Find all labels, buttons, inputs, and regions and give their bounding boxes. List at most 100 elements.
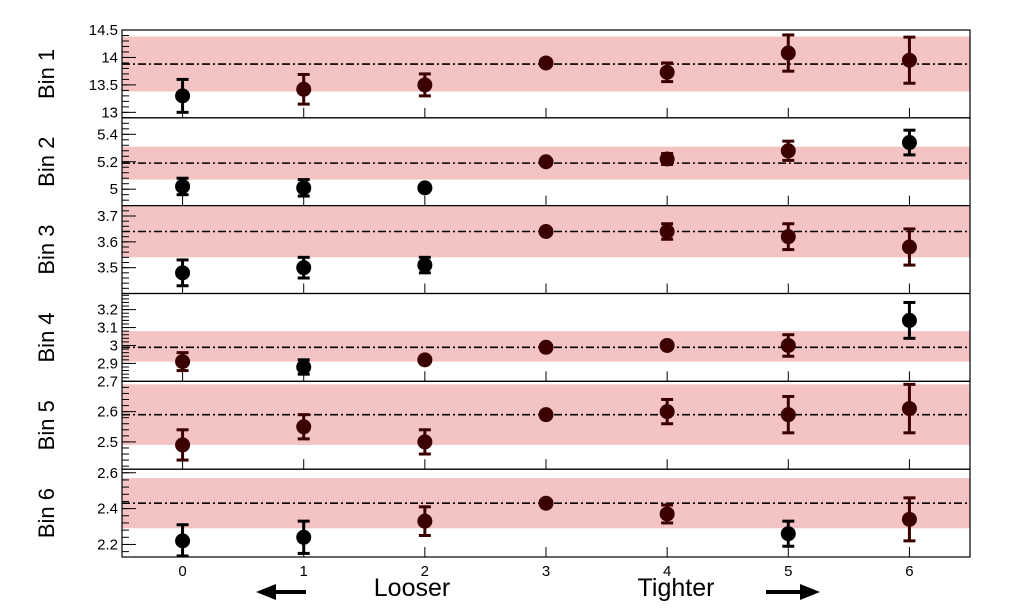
marker [175, 354, 191, 370]
data-point [296, 358, 312, 376]
marker [175, 533, 191, 549]
data-point [901, 128, 917, 157]
data-point [538, 55, 554, 71]
data-point [901, 300, 917, 340]
y-tick-label: 5 [110, 181, 118, 198]
data-point [538, 407, 554, 423]
marker [659, 151, 675, 167]
marker [417, 180, 433, 196]
y-tick-label: 13.5 [89, 77, 118, 94]
panel-4 [121, 292, 971, 382]
marker [901, 511, 917, 527]
marker [780, 407, 796, 423]
data-point [175, 428, 191, 462]
arrow-head [800, 584, 820, 600]
panel-5 [121, 380, 971, 470]
marker [417, 352, 433, 368]
marker [901, 52, 917, 68]
marker [417, 513, 433, 529]
data-point [659, 503, 675, 525]
marker [780, 143, 796, 159]
data-point [901, 496, 917, 543]
looser-label: Looser [374, 574, 450, 602]
x-tick-label: 2 [421, 563, 429, 580]
y-tick-label: 14 [101, 49, 118, 66]
marker [780, 526, 796, 542]
marker [901, 239, 917, 255]
data-point [780, 139, 796, 162]
y-tick-label: 5.2 [97, 154, 118, 171]
data-point [901, 382, 917, 435]
data-point [538, 154, 554, 170]
x-tick-label: 3 [542, 563, 550, 580]
data-point [780, 519, 796, 548]
y-tick-label: 2.9 [97, 355, 118, 372]
x-tick-label: 5 [784, 563, 792, 580]
data-point [780, 222, 796, 252]
marker [538, 407, 554, 423]
data-point [901, 35, 917, 85]
panel-6 [121, 468, 971, 558]
x-tick-label: 0 [178, 563, 186, 580]
marker [296, 260, 312, 276]
marker [175, 88, 191, 104]
data-point [417, 428, 433, 456]
marker [780, 337, 796, 353]
panel-label: Bin 2 [34, 137, 59, 187]
marker [780, 229, 796, 245]
data-point [538, 339, 554, 355]
y-tick-label: 3.1 [97, 320, 118, 337]
marker [659, 224, 675, 239]
data-point [175, 258, 191, 288]
marker [659, 64, 675, 80]
panel-label: Bin 6 [34, 488, 59, 538]
y-tick-label: 2.2 [97, 536, 118, 553]
y-tick-label: 3.6 [97, 234, 118, 251]
marker [538, 224, 554, 239]
marker [901, 312, 917, 328]
right-arrow-icon [766, 584, 820, 600]
y-tick-label: 13 [101, 104, 118, 121]
data-point [417, 72, 433, 98]
panel-label: Bin 3 [34, 225, 59, 275]
marker [659, 506, 675, 522]
marker [538, 495, 554, 511]
marker [538, 154, 554, 170]
data-point [296, 519, 312, 555]
data-point [296, 178, 312, 198]
marker [296, 529, 312, 545]
y-tick-label: 2.6 [97, 404, 118, 421]
y-tick-label: 2.6 [97, 465, 118, 482]
marker [296, 81, 312, 97]
x-tick-label: 1 [300, 563, 308, 580]
data-point [780, 33, 796, 73]
tighter-label: Tighter [638, 574, 715, 602]
data-point [417, 352, 433, 368]
panel-3 [121, 205, 971, 295]
marker [417, 434, 433, 450]
data-point [780, 333, 796, 358]
marker [659, 337, 675, 353]
marker [901, 135, 917, 151]
data-point [296, 413, 312, 441]
marker [296, 180, 312, 196]
marker [175, 265, 191, 281]
data-point [538, 224, 554, 239]
data-point [659, 398, 675, 426]
y-tick-label: 2.7 [97, 373, 118, 390]
x-tick-label: 4 [663, 563, 671, 580]
marker [538, 339, 554, 355]
panel-label: Bin 4 [34, 312, 59, 362]
data-point [175, 523, 191, 558]
data-point [901, 227, 917, 267]
data-point [659, 337, 675, 353]
y-tick-label: 3.7 [97, 208, 118, 225]
data-point [417, 505, 433, 537]
data-point [175, 176, 191, 197]
y-tick-label: 3.5 [97, 260, 118, 277]
data-point [659, 151, 675, 167]
panel-label: Bin 5 [34, 400, 59, 450]
data-point [417, 255, 433, 275]
data-point [780, 394, 796, 435]
marker [175, 178, 191, 194]
